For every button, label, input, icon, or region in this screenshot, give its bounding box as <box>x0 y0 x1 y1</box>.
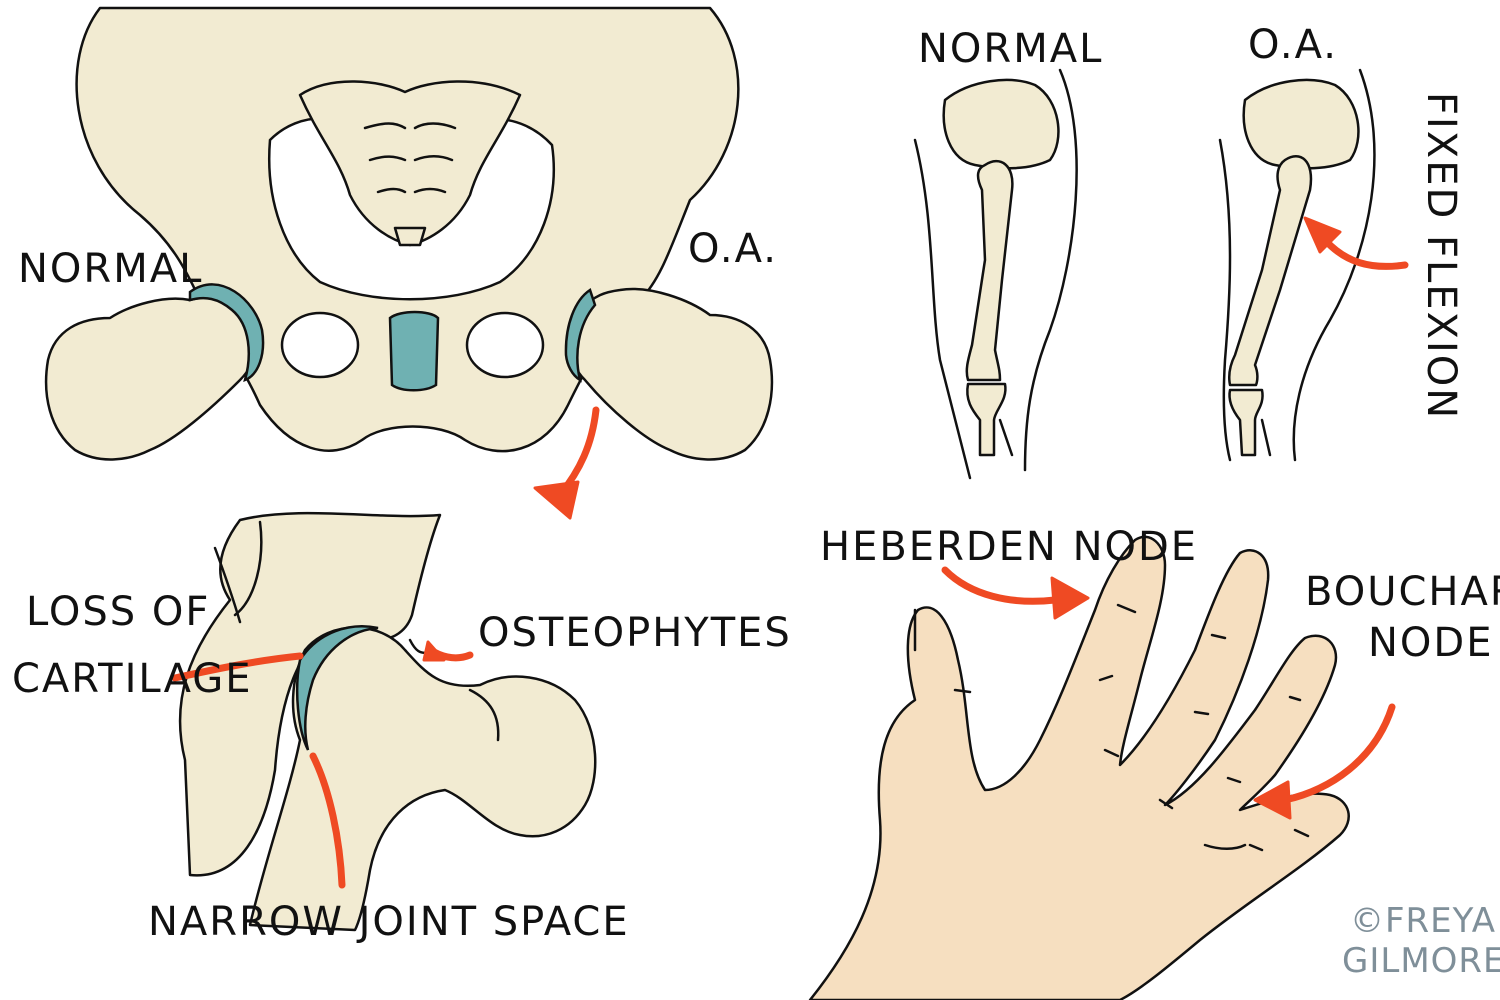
left-femur <box>44 295 258 461</box>
credit-line2: GILMORE <box>1342 941 1500 981</box>
bouchard-node-label-line1: BOUCHARD <box>1305 569 1500 615</box>
credit-line1: ©FREYA <box>1350 901 1496 941</box>
fixed-flexion-label: FIXED FLEXION <box>1418 92 1464 420</box>
obturator-foramen-left <box>280 311 360 379</box>
pubic-symphysis <box>388 310 440 392</box>
oa-tibia-bone <box>1228 388 1264 457</box>
normal-leg-outline-right <box>1023 68 1078 472</box>
knee-oa-label: O.A. <box>1248 22 1338 68</box>
loss-of-cartilage-label-line2: CARTILAGE <box>12 656 253 702</box>
sacrum <box>298 80 522 247</box>
heberden-arrow <box>941 566 1090 620</box>
oa-pelvis-top <box>1242 78 1360 170</box>
fixed-flexion-arrow <box>1303 216 1409 270</box>
hand-outline <box>808 535 1350 1000</box>
bouchard-arrow <box>1253 703 1396 820</box>
hip-detail-cartilage <box>295 625 379 751</box>
normal-femur-bone <box>965 159 1014 382</box>
right-femur <box>568 287 774 461</box>
oa-femur-bone <box>1227 155 1313 387</box>
pelvis-oa-label: O.A. <box>688 226 778 272</box>
oa-leg-outline-right <box>1292 68 1376 462</box>
detail-arrow <box>533 406 600 520</box>
knee-normal-label: NORMAL <box>918 26 1103 72</box>
loss-of-cartilage-label-line1: LOSS OF <box>26 589 210 635</box>
hip-detail-drawing <box>178 511 597 932</box>
oa-leg-outline-left <box>1218 138 1232 462</box>
pelvis-drawing <box>44 6 774 461</box>
oa-leg-drawing <box>1218 68 1376 462</box>
right-hip-cartilage <box>564 288 597 383</box>
pelvis-normal-label: NORMAL <box>18 246 203 292</box>
normal-leg-drawing <box>913 68 1078 480</box>
heberden-node-label: HEBERDEN NODE <box>820 524 1198 570</box>
normal-tibia-bone <box>966 382 1007 457</box>
osteophytes-label: OSTEOPHYTES <box>478 610 792 656</box>
normal-pelvis-top <box>942 78 1060 170</box>
bouchard-node-label-line2: NODE <box>1368 620 1493 666</box>
hand-drawing <box>808 535 1350 1000</box>
obturator-foramen-right <box>465 311 545 379</box>
narrow-joint-space-label: NARROW JOINT SPACE <box>148 899 630 945</box>
normal-leg-outline-left <box>913 138 972 480</box>
left-hip-cartilage <box>188 283 265 383</box>
